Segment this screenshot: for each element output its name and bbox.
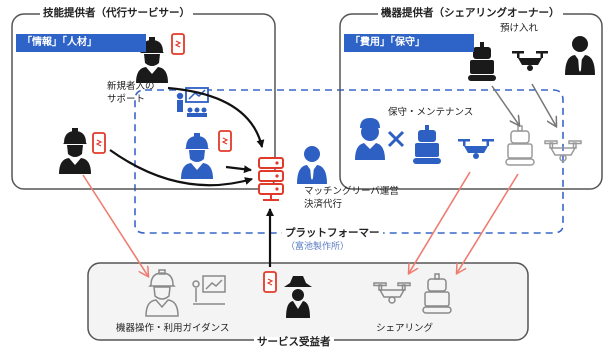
deposit-label: 預け入れ <box>500 23 539 34</box>
worker-helmet-icon <box>59 128 91 174</box>
equipment-provider-tags: 「費用」「保守」 <box>344 34 474 52</box>
guidance-label: 機器操作・利用ガイダンス <box>116 323 230 334</box>
server-icon <box>258 157 284 201</box>
platform-title: プラットフォーマー <box>282 228 383 239</box>
worker-helmet-icon <box>181 133 213 179</box>
equipment-provider-title: 機器提供者（シェアリングオーナー） <box>378 8 563 19</box>
drone-icon <box>512 51 548 71</box>
businessman-icon <box>565 36 595 75</box>
settlement-label: 決済代行 <box>304 199 343 210</box>
smartphone-icon <box>171 33 185 55</box>
arrow-robot-to-sharing <box>457 173 519 273</box>
worker-helmet-icon <box>355 118 385 160</box>
presentation-icon <box>192 275 226 305</box>
businessman-icon <box>297 146 327 184</box>
drone-icon <box>458 139 494 159</box>
deposit-arrow-drone <box>531 83 556 126</box>
robot-icon <box>505 125 535 166</box>
smartphone-icon <box>263 271 277 293</box>
wrench-icon <box>387 130 405 148</box>
farmer-icon <box>284 276 312 318</box>
deposit-arrow-robot <box>491 85 519 125</box>
matching-label: マッチングリーバ運営 <box>304 186 399 197</box>
arrow-skill-left-to-platform <box>109 149 253 187</box>
sharing-label: シェアリング <box>376 323 434 334</box>
arrow-skill-to-recipient <box>82 174 148 276</box>
smartphone-icon <box>218 130 232 152</box>
arrow-skill-blue-to-platform <box>225 165 252 174</box>
skill-provider-title: 技能提供者（代行サービサー） <box>40 8 193 19</box>
arrow-drone-to-sharing <box>409 171 471 273</box>
platform-company: （富池製作所） <box>286 242 350 252</box>
smartphone-icon <box>92 132 106 154</box>
service-recipient-title: サービス受益者 <box>254 337 334 348</box>
skill-provider-tags: 「情報」「人材」 <box>16 34 146 52</box>
maintenance-label: 保守・メンテナンス <box>388 107 474 118</box>
newcomer-support-label: 新規者入の サポート <box>107 81 155 105</box>
arrow-skill-top-to-platform <box>167 86 265 148</box>
robot-icon <box>413 125 441 164</box>
